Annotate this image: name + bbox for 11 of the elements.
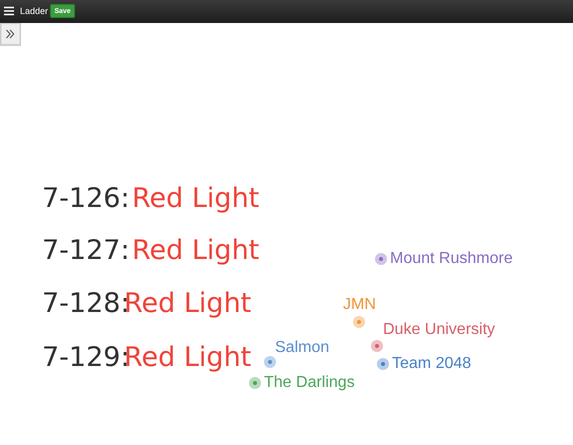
level-label: 7-127: bbox=[42, 235, 130, 267]
point-label: Duke University bbox=[383, 321, 496, 339]
point-label: The Darlings bbox=[264, 374, 355, 392]
point-label: JMN bbox=[343, 296, 376, 314]
point-label: Salmon bbox=[275, 339, 330, 357]
point-label: Mount Rushmore bbox=[390, 250, 513, 268]
graph-title: Ladder bbox=[20, 5, 48, 17]
point-label: Team 2048 bbox=[392, 355, 472, 373]
level-label: 7-126: bbox=[42, 183, 130, 215]
status-text: Red Light bbox=[132, 183, 260, 215]
status-text: Red Light bbox=[132, 235, 260, 267]
